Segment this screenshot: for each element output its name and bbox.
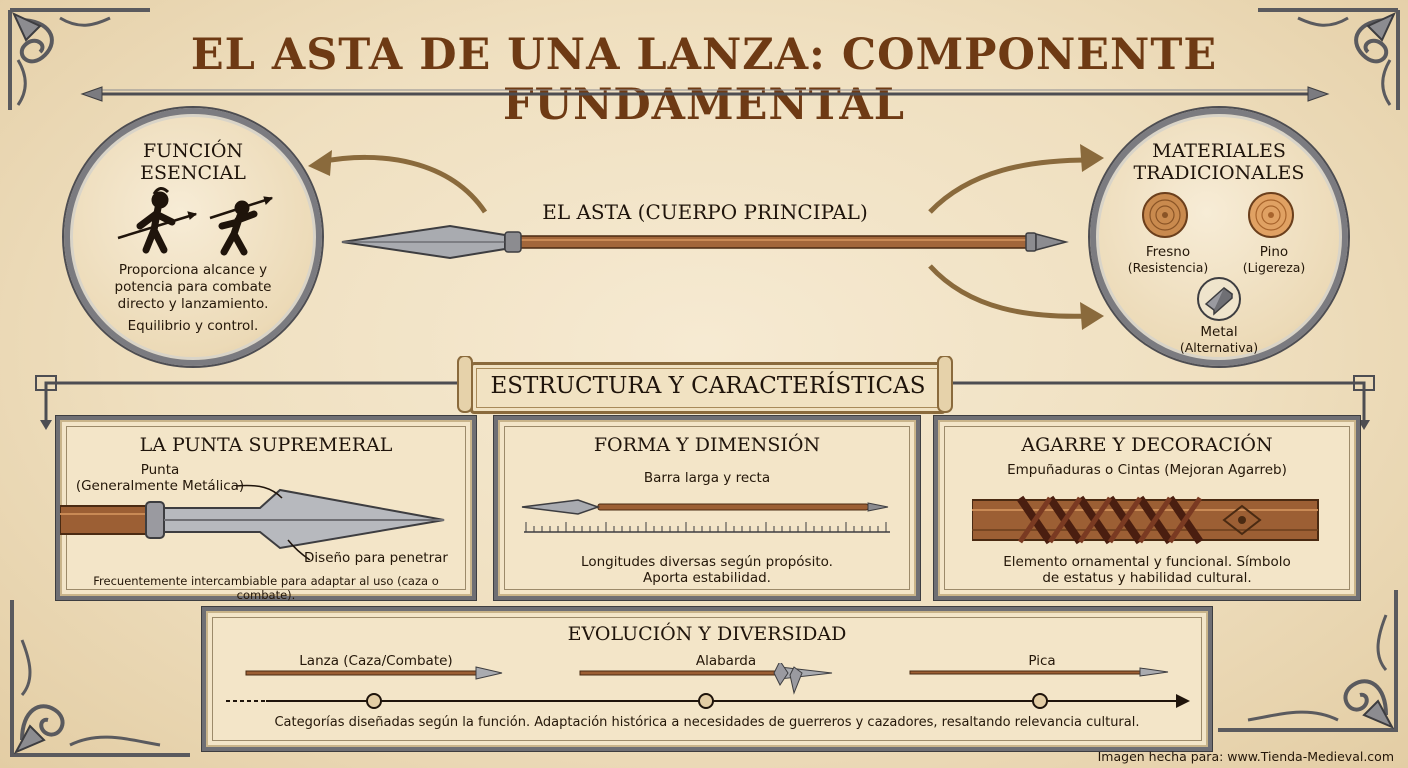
funcion-text-line3: directo y lanzamiento. [117, 296, 269, 312]
evolucion-footer: Categorías diseñadas según la función. A… [274, 715, 1140, 730]
evolucion-item-alabarda: Alabarda [695, 653, 757, 669]
punta-label-line2: (Generalmente Metálica) [75, 478, 245, 494]
material-metal-note: (Alternativa) [1179, 340, 1259, 355]
forma-text-line2: Aporta estabilidad. [643, 570, 771, 586]
warriors-icon [117, 187, 274, 256]
material-pino-note: (Ligereza) [1242, 260, 1306, 275]
fresno-wood-icon [1142, 192, 1188, 238]
corner-ornament-bottom-left [10, 600, 190, 757]
title-divider [80, 86, 1330, 102]
punta-footer: Frecuentemente intercambiable para adapt… [93, 574, 439, 602]
evolucion-item-pica: Pica [1028, 653, 1056, 669]
panel-forma-title: FORMA Y DIMENSIÓN [593, 434, 821, 456]
funcion-title-line2: ESENCIAL [140, 162, 246, 184]
panel-forma: FORMA Y DIMENSIÓN Barra larga y recta Lo… [494, 416, 920, 600]
corner-ornament-top-right [1258, 8, 1400, 110]
panel-evolucion-title: EVOLUCIÓN Y DIVERSIDAD [567, 623, 847, 645]
materiales-title-line1: MATERIALES [1152, 140, 1286, 162]
forma-label: Barra larga y recta [643, 470, 771, 486]
agarre-label: Empuñaduras o Cintas (Mejoran Agarreb) [1007, 462, 1287, 478]
punta-label-line1: Punta [140, 462, 180, 478]
section-banner-text: ESTRUCTURA Y CARACTERÍSTICAS [490, 373, 926, 399]
material-pino-name: Pino [1259, 244, 1289, 260]
section-banner: ESTRUCTURA Y CARACTERÍSTICAS [470, 362, 946, 414]
evolution-timeline [226, 663, 1190, 709]
funcion-text-line2: potencia para combate [114, 279, 272, 295]
corner-ornament-top-left [8, 8, 150, 110]
materiales-title-line2: TRADICIONALES [1133, 162, 1305, 184]
material-metal-name: Metal [1200, 324, 1238, 340]
section-bracket [35, 375, 1375, 430]
punta-label-penetrar: Diseño para penetrar [304, 550, 448, 566]
pino-wood-icon [1248, 192, 1294, 238]
page-title: EL ASTA DE UNA LANZA: COMPONENTE FUNDAME… [190, 30, 1218, 130]
panel-punta-title: LA PUNTA SUPREMERAL [139, 434, 393, 456]
center-label: EL ASTA (CUERPO PRINCIPAL) [542, 200, 868, 224]
material-fresno-note: (Resistencia) [1127, 260, 1209, 275]
panel-agarre: AGARRE Y DECORACIÓN Empuñaduras o Cintas… [934, 416, 1360, 600]
agarre-text-line1: Elemento ornamental y funcional. Símbolo [1003, 554, 1291, 570]
funcion-text-line4: Equilibrio y control. [127, 318, 259, 334]
panel-agarre-title: AGARRE Y DECORACIÓN [1021, 434, 1273, 456]
material-fresno-name: Fresno [1145, 244, 1191, 260]
corner-ornament-bottom-right [1218, 590, 1398, 732]
wrapped-grip-illustration [972, 495, 1319, 545]
agarre-text-line2: de estatus y habilidad cultural. [1042, 570, 1252, 586]
spear-tip-illustration [60, 484, 445, 560]
metal-bar-icon [1197, 277, 1241, 321]
forma-text-line1: Longitudes diversas según propósito. [581, 554, 833, 570]
funcion-title-line1: FUNCIÓN [142, 140, 244, 162]
arrow-left-icon [308, 150, 332, 176]
spear-ruler-illustration [521, 499, 890, 533]
funcion-esencial-circle: FUNCIÓN ESENCIAL Proporciona alcance y p… [64, 108, 322, 366]
evolucion-item-lanza: Lanza (Caza/Combate) [299, 653, 453, 669]
main-spear-diagram [308, 144, 1104, 330]
materiales-circle: MATERIALES TRADICIONALES Fresno (Resiste… [1090, 108, 1348, 366]
panel-evolucion: EVOLUCIÓN Y DIVERSIDAD Lanza (Caza/Comba… [202, 607, 1212, 751]
banner-scroll-ends [457, 356, 953, 413]
panel-punta: LA PUNTA SUPREMERAL Punta (Generalmente … [56, 416, 476, 602]
funcion-text-line1: Proporciona alcance y [118, 262, 268, 278]
credit-text: Imagen hecha para: www.Tienda-Medieval.c… [1097, 749, 1394, 764]
